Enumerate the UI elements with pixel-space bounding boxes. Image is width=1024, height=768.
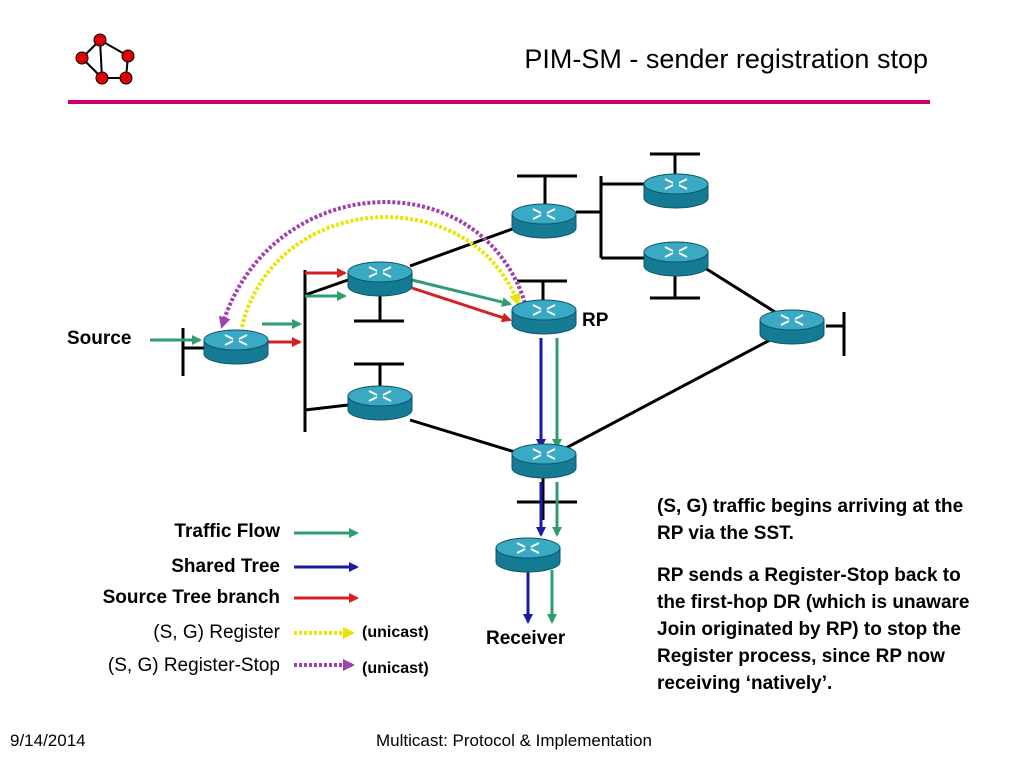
footer-center: Multicast: Protocol & Implementation <box>376 731 652 750</box>
source-label: Source <box>67 328 132 349</box>
traffic-flow-arrows <box>150 278 562 624</box>
legend-item-register-stop: (S, G) Register-Stop <box>107 655 280 676</box>
router-icon-top <box>511 203 577 239</box>
router-icon-upper-mid <box>347 261 413 297</box>
router-icon-right-mid <box>643 241 709 277</box>
router-icon-center <box>511 443 577 479</box>
lan-segments <box>181 152 846 520</box>
router-icon-lower-mid <box>347 385 413 421</box>
router-icon-source-dr <box>203 329 269 365</box>
legend-note-register: (unicast) <box>362 624 429 641</box>
legend-item-traffic-flow: Traffic Flow <box>174 521 280 542</box>
receiver-label: Receiver <box>486 628 566 649</box>
source-tree-arrows <box>268 268 512 347</box>
network-graph-icon <box>75 33 135 85</box>
router-icon-rp <box>511 299 577 335</box>
page-title: PIM-SM - sender registration stop <box>524 44 928 74</box>
note-paragraph-1: (S, G) traffic begins arriving at the RP… <box>657 496 964 544</box>
legend-note-register-stop: (unicast) <box>362 660 429 677</box>
router-icon-right-top <box>643 173 709 209</box>
note-paragraph-2: RP sends a Register-Stop back to the fir… <box>657 565 970 694</box>
legend-item-shared-tree: Shared Tree <box>171 556 280 577</box>
footer-date: 9/14/2014 <box>10 731 86 750</box>
legend-item-register: (S, G) Register <box>153 622 280 643</box>
router-icon-far-right <box>759 309 825 345</box>
legend-item-source-tree-branch: Source Tree branch <box>102 587 280 608</box>
title-rule <box>68 100 930 104</box>
legend-arrows <box>294 528 359 671</box>
router-icon-receiver <box>495 537 561 573</box>
register-stop-arrow <box>218 200 527 329</box>
register-arrow <box>240 215 521 328</box>
shared-tree-arrows <box>523 338 546 624</box>
rp-label: RP <box>582 310 609 331</box>
